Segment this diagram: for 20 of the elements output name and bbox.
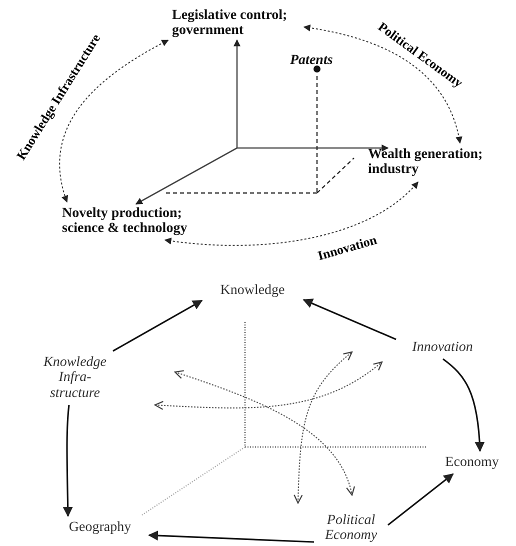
arrow xyxy=(442,358,485,452)
node-label: Economy xyxy=(432,455,512,470)
node-label: Legislative control; government xyxy=(172,8,300,39)
arrow xyxy=(164,182,418,246)
arrow xyxy=(148,530,314,543)
node-label: Geography xyxy=(55,520,145,536)
arrow xyxy=(59,40,169,203)
arrow xyxy=(62,404,73,517)
arrow xyxy=(112,300,203,352)
node-label: Knowledge Infra- structure xyxy=(35,355,115,402)
arrow xyxy=(302,298,396,340)
node-label: Innovation xyxy=(400,340,485,356)
node-label: Political Economy xyxy=(318,513,384,544)
edge-label: Innovation xyxy=(315,232,378,264)
arrow xyxy=(303,24,462,144)
node-label: Wealth generation; industry xyxy=(368,147,516,178)
node-label: Knowledge xyxy=(205,283,300,298)
node-label: Novelty production; science & technology xyxy=(62,206,222,237)
node-label: Patents xyxy=(290,53,350,68)
arrow xyxy=(388,473,454,526)
